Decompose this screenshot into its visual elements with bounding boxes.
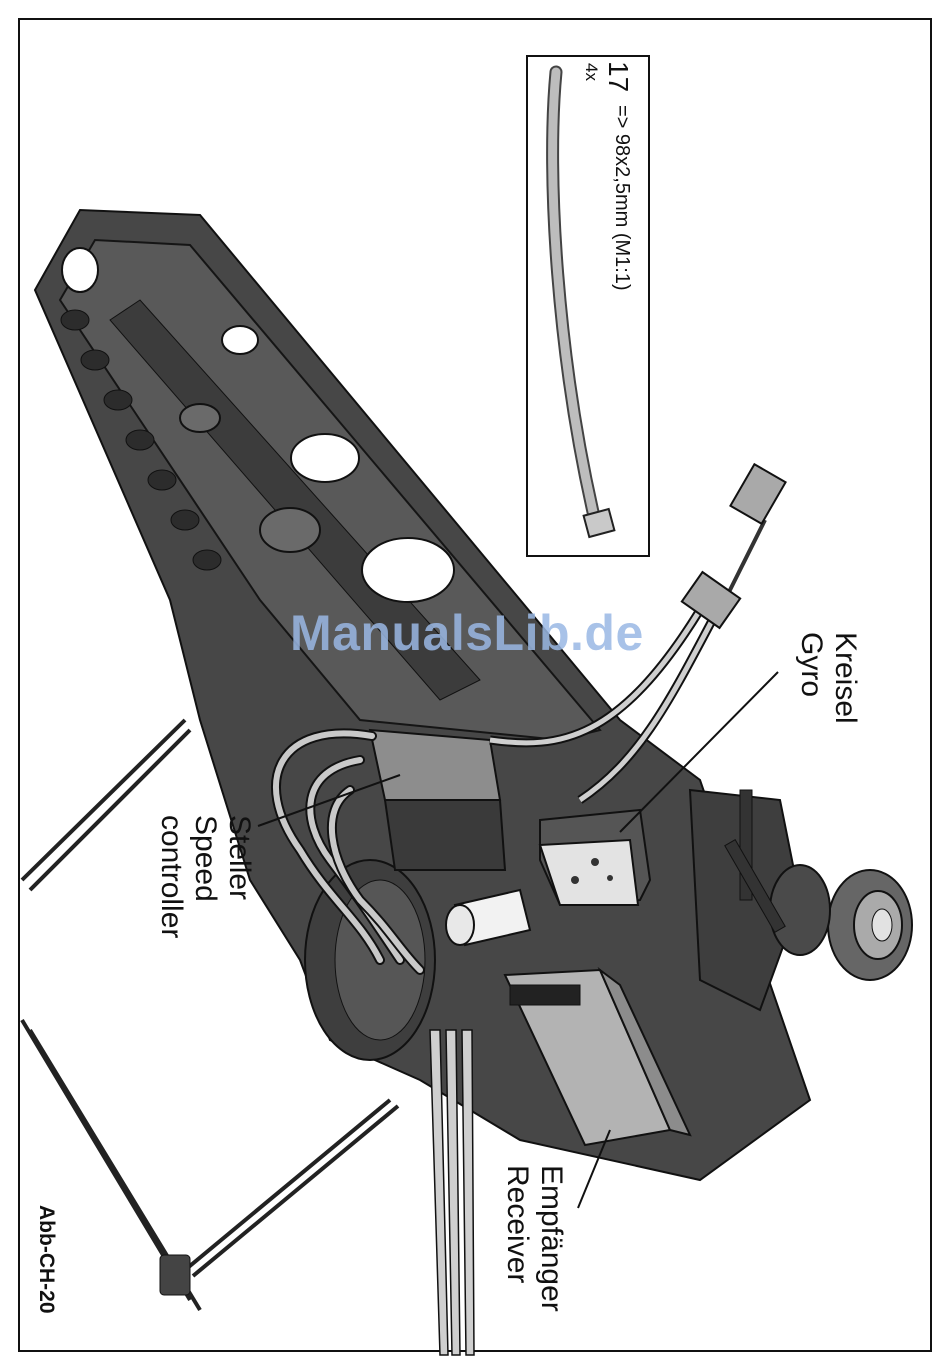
- speed-controller-leader-line: [258, 775, 400, 826]
- receiver-leader-line: [578, 1130, 610, 1208]
- gyro-label: Kreisel Gyro: [792, 632, 860, 724]
- speed-controller-label-en2: controller: [152, 815, 186, 938]
- receiver-label: Empfänger Receiver: [498, 1165, 566, 1312]
- receiver-label-de: Empfänger: [532, 1165, 566, 1312]
- figure-id: Abb-CH-20: [36, 1205, 57, 1314]
- speed-controller-label-de: Steller: [220, 815, 254, 938]
- receiver-label-en: Receiver: [498, 1165, 532, 1312]
- speed-controller-label: Steller Speed controller: [152, 815, 254, 938]
- speed-controller-label-en: Speed: [186, 815, 220, 938]
- gyro-label-de: Kreisel: [826, 632, 860, 724]
- gyro-label-en: Gyro: [792, 632, 826, 724]
- gyro-leader-line: [620, 672, 778, 832]
